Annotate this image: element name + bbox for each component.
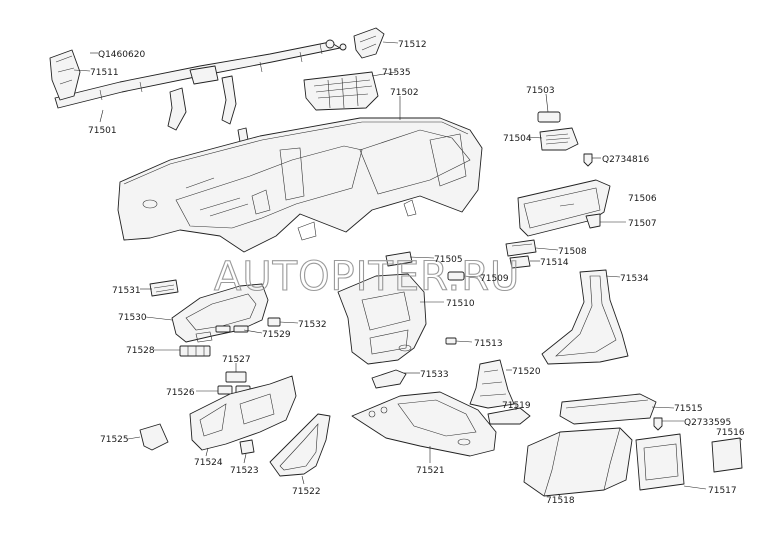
- label-71526: 71526: [166, 388, 195, 398]
- clip-Q2733595[interactable]: [653, 417, 663, 431]
- duct-71535[interactable]: [303, 71, 379, 111]
- label-71521: 71521: [416, 466, 445, 476]
- label-71508: 71508: [558, 247, 587, 257]
- cross-car-beam-71501[interactable]: [49, 39, 341, 143]
- part-71533[interactable]: [371, 369, 407, 389]
- label-71519: 71519: [502, 401, 531, 411]
- dashboard-panel-71502[interactable]: [117, 117, 483, 253]
- clip-Q2734816[interactable]: [583, 153, 593, 167]
- part-71525[interactable]: [139, 423, 169, 451]
- label-71535: 71535: [382, 68, 411, 78]
- label-71511: 71511: [90, 68, 119, 78]
- leader-lines: [73, 41, 743, 497]
- part-71516[interactable]: [711, 437, 743, 473]
- floor-console-71521[interactable]: [351, 391, 497, 457]
- label-71524: 71524: [194, 458, 223, 468]
- label-71523: 71523: [230, 466, 259, 476]
- label-71530: 71530: [118, 313, 147, 323]
- switch-71529[interactable]: [215, 325, 249, 333]
- part-71505[interactable]: [385, 251, 413, 267]
- label-71533: 71533: [420, 370, 449, 380]
- switch-71514[interactable]: [509, 255, 531, 269]
- label-71502: 71502: [390, 88, 419, 98]
- label-71532: 71532: [298, 320, 327, 330]
- armrest-lid-71515[interactable]: [559, 393, 657, 425]
- lower-panel-71524[interactable]: [189, 375, 297, 451]
- switch-block-71528[interactable]: [179, 345, 211, 357]
- label-71525: 71525: [100, 435, 129, 445]
- trim-strip-71522[interactable]: [269, 413, 331, 477]
- label-71528: 71528: [126, 346, 155, 356]
- label-71516: 71516: [716, 428, 745, 438]
- switch-71532[interactable]: [267, 317, 281, 327]
- label-71503: 71503: [526, 86, 555, 96]
- label-71513: 71513: [474, 339, 503, 349]
- shift-boot-71520[interactable]: [469, 359, 515, 409]
- part-71523[interactable]: [239, 439, 255, 455]
- label-71522: 71522: [292, 487, 321, 497]
- label-71504: 71504: [503, 134, 532, 144]
- label-71518: 71518: [546, 496, 575, 506]
- watermark: AUTOPITER.RU: [214, 254, 520, 300]
- part-71517[interactable]: [635, 433, 685, 491]
- label-71506: 71506: [628, 194, 657, 204]
- label-71527: 71527: [222, 355, 251, 365]
- clip-71513[interactable]: [445, 337, 457, 345]
- glove-box-71506[interactable]: [517, 179, 611, 237]
- console-trim-71534[interactable]: [541, 269, 629, 365]
- latch-71507[interactable]: [585, 213, 601, 229]
- label-Q2734816: Q2734816: [602, 155, 649, 165]
- label-71515: 71515: [674, 404, 703, 414]
- part-71519[interactable]: [487, 407, 531, 425]
- part-71527[interactable]: [225, 371, 247, 383]
- label-Q1460620: Q1460620: [98, 50, 145, 60]
- label-71507: 71507: [628, 219, 657, 229]
- label-71531: 71531: [112, 286, 141, 296]
- label-Q2733595: Q2733595: [684, 418, 731, 428]
- label-71517: 71517: [708, 486, 737, 496]
- switch-71508[interactable]: [505, 239, 537, 257]
- part-labels: 71512 Q1460620 71511 71535 71502 71501 7…: [88, 40, 745, 506]
- label-71505: 71505: [434, 255, 463, 265]
- side-vent-71503[interactable]: [537, 111, 561, 123]
- label-71514: 71514: [540, 258, 569, 268]
- center-panel-71510[interactable]: [337, 273, 427, 365]
- label-71529: 71529: [262, 330, 291, 340]
- label-71520: 71520: [512, 367, 541, 377]
- vent-71531[interactable]: [149, 279, 179, 297]
- label-71509: 71509: [480, 274, 509, 284]
- label-71510: 71510: [446, 299, 475, 309]
- label-71512: 71512: [398, 40, 427, 50]
- bracket-71512[interactable]: [339, 27, 385, 59]
- label-71534: 71534: [620, 274, 649, 284]
- console-box-71518[interactable]: [523, 427, 633, 497]
- label-71501: 71501: [88, 126, 117, 136]
- round-vent-71504[interactable]: [539, 127, 579, 151]
